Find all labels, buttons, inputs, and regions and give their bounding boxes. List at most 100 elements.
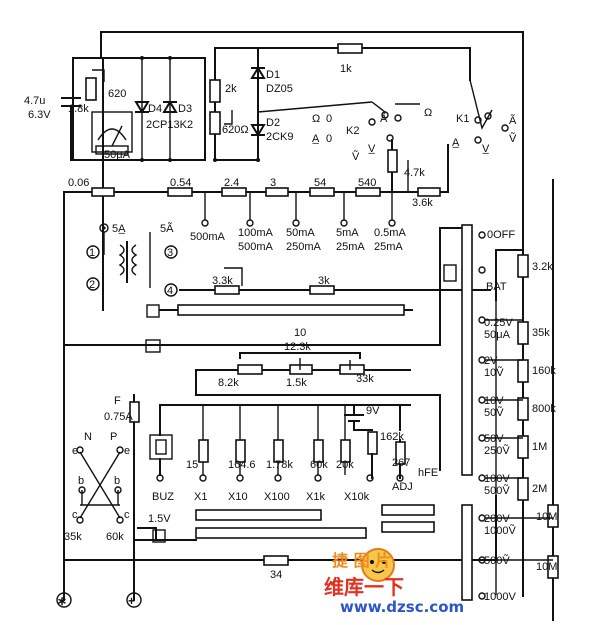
label-npn: N [84,431,92,443]
label-k1-ohm: Ω [424,107,432,119]
label-r-2k: 2k [225,83,237,95]
label-b-right: b [114,475,120,487]
label-cell: 1.5V [148,513,171,525]
label-r-35k: 35k [64,531,82,543]
ohms-section [63,227,497,566]
transistor-socket [56,344,142,608]
label-shunt-0: 0.06 [68,177,89,189]
resistor-1k [337,43,363,54]
label-v-11: 1000Ṽ [484,524,516,537]
label-range-1-dc: 100mA [238,227,274,239]
label-r-4-7k: 4.7k [404,167,425,179]
label-range-x100: X100 [264,491,290,503]
label-shunt-2: 2.4 [224,177,239,189]
label-r-10: 10 [294,327,306,339]
label-v-0: 0.25V [484,317,513,329]
label-r-shunt: 1.8k [68,103,89,115]
label-range-0-dc: 500mA [190,231,226,243]
label-d1-type: DZ05 [266,83,293,95]
label-k1-acv: Ṽ [509,132,517,145]
label-shunt-o-0: 15 [186,459,198,471]
label-r-8-2k: 8.2k [218,377,239,389]
label-v-13: 1000V [484,591,516,603]
label-range-2-dc: 50mA [286,227,315,239]
label-shunt-4: 54 [314,177,326,189]
label-b-left: b [78,475,84,487]
label-shunt-5: 540 [358,177,376,189]
label-range-x10k: X10k [344,491,370,503]
label-adj: ADJ [392,481,413,493]
label-range-x10: X10 [228,491,248,503]
label-vr-4: 1M [532,441,547,453]
label-k2-zero2: 0 [326,133,332,145]
label-r-60k: 60k [106,531,124,543]
label-bat: BAT [486,281,507,293]
label-v-8: 100V [484,473,510,485]
label-d4: D4 [148,103,162,115]
labels: 4.7u 6.3V 1.8k 620 50μA D4 D3 2CP13K2 2k… [24,63,557,608]
label-v-10: 200V [484,513,510,525]
label-k1-aca: Ã [509,114,517,127]
label-v-3: 10Ṽ [484,366,504,379]
voltage-chain [443,179,559,621]
label-shunt-o-2: 1.78k [266,459,293,471]
label-v-1: 50μA [484,329,511,341]
label-r-33k: 33k [356,373,374,385]
label-r-162k: 162k [380,431,404,443]
label-range-x1: X1 [194,491,207,503]
label-vr-3: 800k [532,403,556,415]
label-k1-dcv: V̲ [482,143,490,155]
label-d2-type: 2CK9 [266,131,294,143]
label-cap-voltage: 6.3V [28,109,51,121]
label-k2-zero: 0 [326,113,332,125]
label-e-left: e [72,445,78,457]
switch-k1 [469,79,509,144]
label-v-7: 250Ṽ [484,444,510,457]
label-v-4: 10V [484,395,504,407]
resistor-620-ohm [209,111,221,135]
label-r-1-5k: 1.5k [286,377,307,389]
watermark-url: www.dzsc.com [340,598,464,616]
label-cap-value: 4.7u [24,95,45,107]
label-d2: D2 [266,117,280,129]
switch-k2 [257,101,420,142]
label-d3: D3 [178,103,192,115]
label-vr-1: 35k [532,327,550,339]
resistor-2k [209,79,221,103]
label-range-3-ac: 25mA [336,241,365,253]
label-r-34: 34 [270,569,282,581]
label-k1-dca: A̲ [452,137,460,149]
label-r-3-6k: 3.6k [412,197,433,209]
label-v-9: 500Ṽ [484,484,510,497]
label-vr-6: 10M [536,511,557,523]
label-k2-ohm: Ω [312,113,320,125]
label-v-12: 500Ṽ [484,554,510,567]
label-v-5: 50Ṽ [484,406,504,419]
label-shunt-o-3: 60k [310,459,328,471]
label-shunt-o-4: 20k [336,459,354,471]
label-r-267: 267 [392,457,410,469]
label-range-buz: BUZ [152,491,174,503]
label-e-right: e [124,445,130,457]
label-vr-2: 160k [532,365,556,377]
label-pnp: P [110,431,117,443]
label-vr-5: 2M [532,483,547,495]
label-off: 0OFF [487,229,515,241]
probe-positive: + [128,594,135,608]
label-v-2: 2V [484,355,498,367]
label-r-adj: 620 [108,88,126,100]
label-shunt-3: 3 [270,177,276,189]
label-shunt-1: 0.54 [170,177,191,189]
label-meter-unit: 50μA [104,149,131,161]
label-d1: D1 [266,69,280,81]
label-t5a-dc: 5A̲ [112,223,126,235]
label-vr-7: 10M [536,561,557,573]
label-fuse: F [114,395,121,407]
label-r-620: 620Ω [222,124,249,136]
label-t3: 3 [167,247,173,259]
label-t2: 2 [89,279,95,291]
label-range-x1k: X1k [306,491,325,503]
label-shunt-o-1: 164.6 [228,459,256,471]
label-t5a-ac: 5Ã [160,222,174,235]
